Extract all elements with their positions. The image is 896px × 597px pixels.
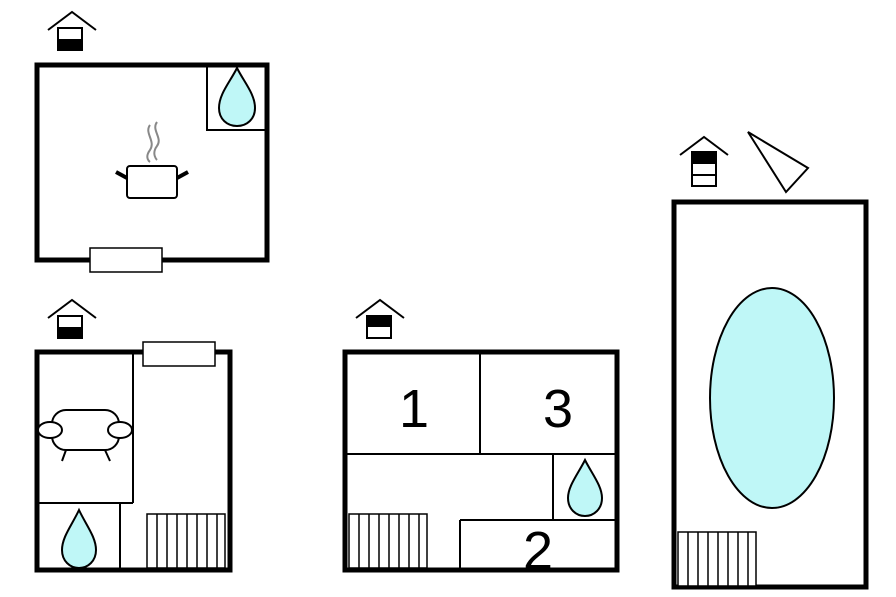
window-icon [142, 341, 216, 367]
bathroom-nook [206, 64, 268, 131]
water-drop-icon [566, 457, 604, 518]
stairs-icon [146, 513, 226, 569]
window-icon [89, 247, 163, 273]
floor-level-icon [47, 298, 97, 339]
floor-plan-pool [671, 131, 869, 590]
cooking-pot-icon [115, 121, 189, 199]
floor-plan-kitchen [34, 10, 270, 273]
pool-area-walls [671, 199, 869, 590]
floor-level-icon [47, 10, 97, 51]
room-number-1: 1 [399, 379, 429, 439]
floor-plan-living [34, 298, 233, 573]
sofa-icon [37, 409, 133, 462]
water-drop-icon [217, 65, 257, 128]
floor-level-icon [679, 135, 729, 187]
stairs-icon [677, 531, 757, 587]
stairs-icon [348, 513, 428, 569]
room-number-3: 3 [543, 379, 573, 439]
floor-plan-bedrooms: 1 3 2 [342, 298, 620, 581]
water-drop-icon [60, 507, 98, 570]
pool-icon [709, 287, 835, 509]
floor-level-icon [355, 298, 405, 339]
room-number-2: 2 [523, 521, 553, 581]
compass-icon [747, 131, 810, 194]
